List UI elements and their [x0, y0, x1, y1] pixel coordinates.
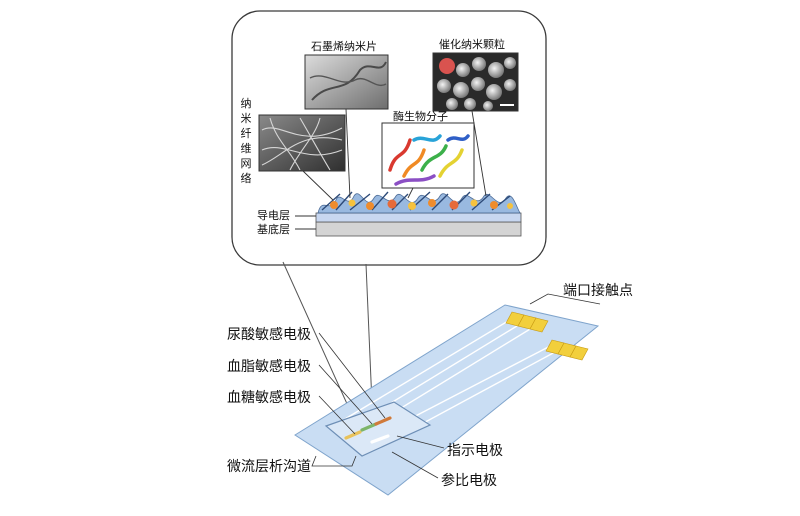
nanofiber-sem-image — [258, 114, 346, 172]
leader-lipid — [318, 364, 373, 425]
sensing-electrodes — [344, 416, 392, 444]
leader-indicator — [396, 435, 445, 449]
pointer-graphene — [345, 108, 351, 199]
nanoparticle-cluster — [437, 57, 516, 111]
zoom-line-right — [365, 263, 373, 405]
zoom-line-left — [282, 261, 349, 407]
label-graphene-nanosheet: 石墨烯纳米片 — [311, 40, 377, 53]
label-port-contacts: 端口接触点 — [563, 283, 633, 299]
fiber-strands — [261, 117, 343, 171]
label-reference-electrode: 参比电极 — [441, 473, 497, 489]
microfluidic-channel-region — [324, 401, 432, 457]
label-catalytic-nanoparticle: 催化纳米颗粒 — [439, 38, 505, 51]
substrate-layer-rect — [315, 221, 522, 237]
label-indicator-electrode: 指示电极 — [447, 443, 503, 459]
label-blood-glucose-electrode: 血糖敏感电极 — [227, 390, 311, 406]
bracket-ports — [529, 293, 601, 305]
leader-reference — [391, 451, 439, 479]
conductive-layer-rect — [315, 212, 522, 223]
label-uric-acid-electrode: 尿酸敏感电极 — [227, 327, 311, 343]
label-substrate-layer: 基底层 — [257, 223, 290, 236]
leader-glucose — [318, 395, 356, 435]
pointer-nanofiber — [302, 170, 334, 201]
label-nanofiber-network: 纳米纤维网络 — [240, 97, 252, 185]
label-microfluidic-channel: 微流层析沟道 — [227, 459, 311, 475]
label-conductive-layer: 导电层 — [257, 209, 290, 222]
enzyme-ribbon — [388, 134, 470, 186]
pointer-catalytic — [471, 110, 487, 197]
leader-uric — [318, 332, 386, 419]
label-blood-lipid-electrode: 血脂敏感电极 — [227, 359, 311, 375]
pointer-enzyme — [407, 187, 414, 199]
label-enzyme-molecule: 酶生物分子 — [393, 110, 448, 123]
nanocomposite-film — [317, 191, 521, 214]
contact-pads — [505, 311, 589, 361]
bracket-microfluidic — [311, 455, 357, 467]
